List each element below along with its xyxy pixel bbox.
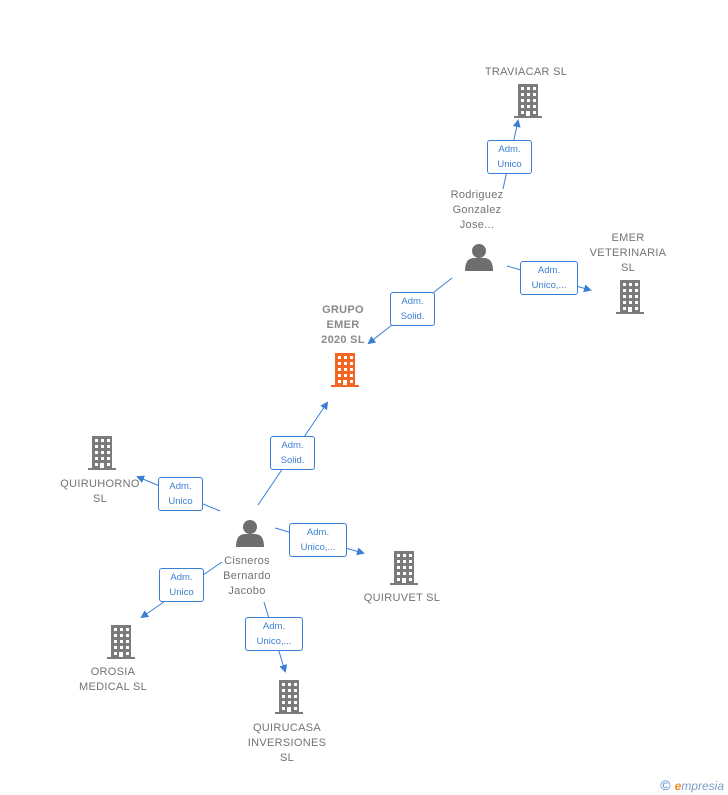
brand-name: mpresia xyxy=(681,779,724,793)
copyright-icon: © xyxy=(660,777,671,793)
role-label-rodriguez-grupo_emer[interactable]: Adm. Solid. xyxy=(390,292,435,326)
role-label-cisneros-orosia[interactable]: Adm. Unico xyxy=(159,568,204,602)
building-icon-quiruhorno[interactable] xyxy=(88,436,116,470)
building-icon-quirucasa[interactable] xyxy=(275,680,303,714)
company-label-orosia: OROSIA MEDICAL SL xyxy=(78,666,148,693)
company-label-quirucasa: QUIRUCASA INVERSIONES SL xyxy=(247,722,327,764)
person-label-rodriguez: Rodriguez Gonzalez Jose... xyxy=(450,189,504,231)
empresia-brand: ©empresia xyxy=(660,777,724,793)
role-label-rodriguez-traviacar[interactable]: Adm. Unico xyxy=(487,140,532,174)
company-label-emer_veterinaria: EMER VETERINARIA SL xyxy=(589,232,667,274)
company-label-quiruvet: QUIRUVET SL xyxy=(363,592,441,604)
building-icon-emer_veterinaria[interactable] xyxy=(616,280,644,314)
company-label-quiruhorno: QUIRUHORNO SL xyxy=(60,478,140,505)
role-label-cisneros-quirucasa[interactable]: Adm. Unico,... xyxy=(245,617,303,651)
brand-initial: e xyxy=(674,779,682,793)
company-label-traviacar: TRAVIACAR SL xyxy=(484,66,568,78)
person-icon-cisneros[interactable] xyxy=(236,520,264,547)
building-icon-traviacar[interactable] xyxy=(514,84,542,118)
company-label-grupo_emer: GRUPO EMER 2020 SL xyxy=(321,304,365,346)
building-icon-grupo_emer[interactable] xyxy=(331,353,359,387)
building-icon-quiruvet[interactable] xyxy=(390,551,418,585)
role-label-rodriguez-emer_veterinaria[interactable]: Adm. Unico,... xyxy=(520,261,578,295)
role-label-cisneros-grupo_emer[interactable]: Adm. Solid. xyxy=(270,436,315,470)
building-icon-orosia[interactable] xyxy=(107,625,135,659)
role-label-cisneros-quiruhorno[interactable]: Adm. Unico xyxy=(158,477,203,511)
person-icon-rodriguez[interactable] xyxy=(465,244,493,271)
role-label-cisneros-quiruvet[interactable]: Adm. Unico,... xyxy=(289,523,347,557)
person-label-cisneros: Cisneros Bernardo Jacobo xyxy=(223,555,271,597)
